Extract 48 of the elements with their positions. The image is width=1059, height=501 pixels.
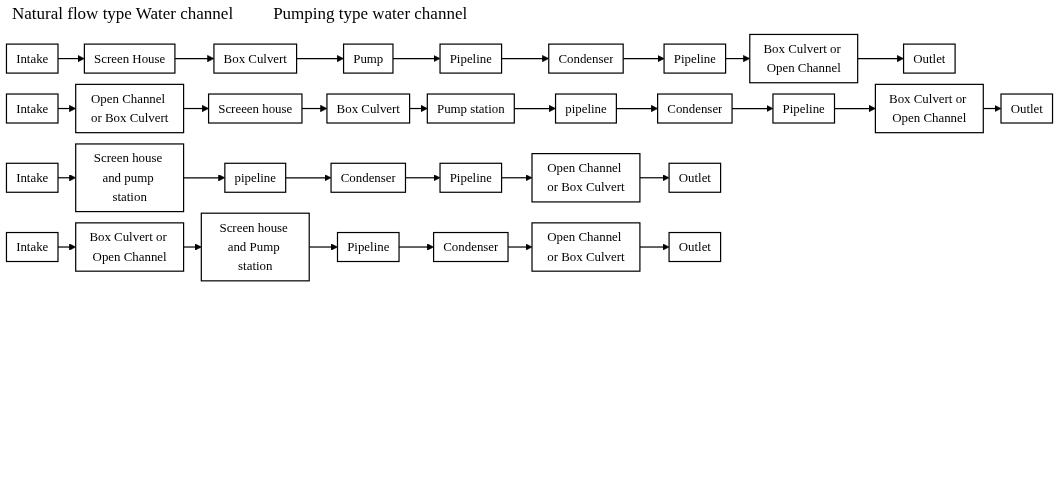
node-box: Screen House [83,43,176,74]
node-box: Intake [5,93,59,124]
node-box: pipeline [554,93,617,124]
section-heading: Natural flow type Water channel [12,4,234,24]
node-box: Screeen house [207,93,303,124]
arrow [183,105,209,113]
node-box: Box Culvert or Open Channel [749,33,859,84]
node-box: Pump [342,43,394,74]
node-box: Open Channel or Box Culvert [75,83,185,134]
node-box: Open Channel or Box Culvert [531,153,641,203]
node-box: Screen house and Pump station [200,212,310,282]
node-box: Intake [5,43,59,74]
node-box: Intake [5,231,59,263]
node-box: Pipeline [336,231,400,263]
arrow [57,243,76,251]
arrow [57,55,85,63]
node-box: Pipeline [772,93,836,124]
node-box: Box Culvert or Open Channel [75,222,185,272]
node-box: Pipeline [439,43,503,74]
node-box: Pipeline [439,162,503,193]
arrow [285,174,332,182]
arrow [639,243,670,251]
node-box: Box Culvert [213,43,298,74]
node-box: Condenser [657,93,733,124]
node-box: Box Culvert [326,93,411,124]
arrow [392,55,441,63]
arrow [857,55,904,63]
arrow [57,174,76,182]
node-box: Pump station [426,93,515,124]
arrow [639,174,670,182]
section-heading: Pumping type water channel [273,4,468,24]
arrow [57,105,76,113]
node-box: Pipeline [663,43,727,74]
node-box: pipeline [224,162,287,193]
node-box: Outlet [668,162,722,193]
node-box: Open Channel or Box Culvert [531,222,641,272]
arrow [296,55,344,63]
arrow [409,105,428,113]
node-box: Outlet [1000,93,1054,124]
node-box: Outlet [902,43,956,74]
node-box: Intake [5,162,59,193]
node-box: Condenser [548,43,624,74]
node-box: Box Culvert or Open Channel [874,83,984,134]
node-box: Condenser [433,231,509,263]
node-box: Outlet [668,231,722,263]
node-box: Condenser [330,162,407,193]
node-box: Screen house and pump station [75,143,185,213]
arrow [183,243,202,251]
